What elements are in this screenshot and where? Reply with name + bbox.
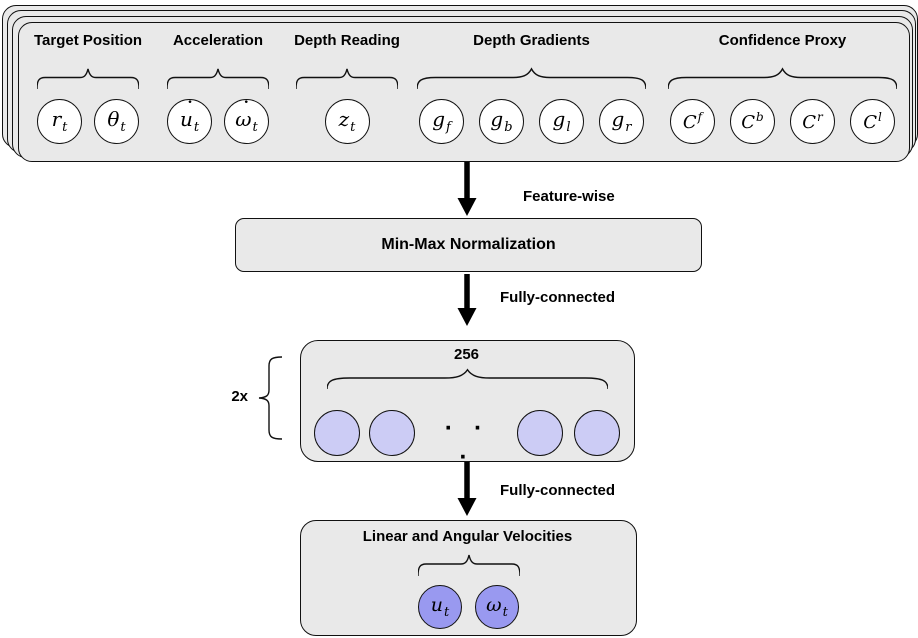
symbol-sub: t	[120, 120, 126, 135]
input-neuron: θt	[94, 99, 139, 144]
input-neuron: gf	[419, 99, 464, 144]
symbol-main: C	[682, 112, 697, 133]
feature-group-confidence-proxy: Confidence Proxy Cf Cb Cr Cl	[668, 33, 897, 144]
overdot: ˙	[185, 98, 195, 120]
symbol-main: g	[432, 107, 445, 131]
symbol-sub: t	[444, 604, 450, 620]
arrow-down-icon	[457, 274, 477, 326]
arrow-label-feature-wise: Feature-wise	[523, 188, 615, 205]
output-title: Linear and Angular Velocities	[362, 528, 573, 545]
brace-icon	[327, 367, 608, 389]
symbol-sup: l	[877, 110, 882, 124]
symbol-main: z	[338, 107, 350, 131]
group-label: Depth Gradients	[473, 32, 590, 49]
brace-icon	[37, 66, 139, 89]
output-neuron: ut	[418, 585, 462, 629]
input-neuron: ˙ut	[167, 99, 212, 144]
overdot: ˙	[241, 98, 252, 120]
output-neuron: ωt	[475, 585, 519, 629]
input-neuron: Cb	[730, 99, 775, 144]
left-brace-icon	[256, 356, 282, 440]
symbol-sub: t	[252, 120, 258, 135]
symbol-main: C	[741, 112, 756, 133]
symbol-main: C	[863, 112, 877, 133]
input-neuron: rt	[37, 99, 82, 144]
brace-icon	[296, 66, 398, 89]
group-label: Depth Reading	[294, 32, 400, 49]
feature-group-acceleration: Acceleration ˙ut ˙ωt	[160, 33, 276, 144]
repeat-count-label: 2x	[231, 388, 248, 405]
symbol-sup: r	[817, 110, 823, 124]
brace-icon	[167, 66, 269, 89]
feature-group-depth-gradients: Depth Gradients gf gb gl gr	[417, 33, 646, 144]
symbol-sub: t	[62, 120, 68, 135]
symbol-main: ω	[235, 107, 252, 131]
symbol-main: g	[611, 107, 625, 131]
symbol-sub: t	[502, 604, 508, 620]
input-neuron: Cf	[670, 99, 715, 144]
arrow-label-fully-connected: Fully-connected	[500, 482, 616, 499]
output-box	[300, 520, 637, 636]
symbol-main: g	[552, 107, 566, 131]
group-label: Confidence Proxy	[718, 32, 847, 49]
symbol-main: C	[802, 112, 817, 133]
ellipsis: · · ·	[444, 414, 490, 471]
group-label: Acceleration	[172, 32, 264, 49]
group-label: Target Position	[33, 32, 143, 49]
feature-group-depth-reading: Depth Reading zt	[289, 33, 405, 144]
symbol-sup: f	[697, 110, 703, 124]
symbol-sup: b	[756, 110, 764, 124]
symbol-main: ω	[486, 593, 502, 616]
symbol-main: θ	[107, 107, 120, 131]
normalization-box: Min-Max Normalization	[235, 218, 702, 272]
input-neuron: Cr	[790, 99, 835, 144]
hidden-neuron	[574, 410, 620, 456]
input-neuron: zt	[324, 99, 370, 144]
arrow-label-fully-connected: Fully-connected	[500, 289, 616, 306]
symbol-sub: t	[193, 120, 200, 135]
input-neuron: gl	[539, 99, 584, 144]
brace-icon	[668, 66, 897, 89]
symbol-main: u	[430, 593, 443, 616]
hidden-neuron	[369, 410, 415, 456]
arrow-down-icon	[457, 462, 477, 516]
hidden-size-label: 256	[453, 346, 480, 363]
brace-icon	[417, 66, 646, 89]
symbol-main: g	[490, 107, 504, 131]
normalization-label: Min-Max Normalization	[381, 236, 556, 253]
symbol-main: r	[51, 107, 62, 131]
symbol-sub: b	[504, 120, 513, 135]
symbol-main: u	[179, 107, 193, 131]
input-neuron: gr	[599, 99, 644, 144]
hidden-neuron	[314, 410, 360, 456]
input-neuron: gb	[479, 99, 524, 144]
symbol-sub: l	[566, 120, 571, 135]
arrow-down-icon	[457, 162, 477, 216]
feature-group-target-position: Target Position rt θt	[30, 33, 146, 144]
brace-icon	[418, 552, 520, 576]
input-neuron: ˙ωt	[224, 99, 269, 144]
hidden-neuron	[517, 410, 563, 456]
symbol-sub: t	[350, 120, 356, 135]
symbol-sub: r	[625, 120, 632, 135]
symbol-sub: f	[446, 120, 451, 135]
input-neuron: Cl	[850, 99, 895, 144]
